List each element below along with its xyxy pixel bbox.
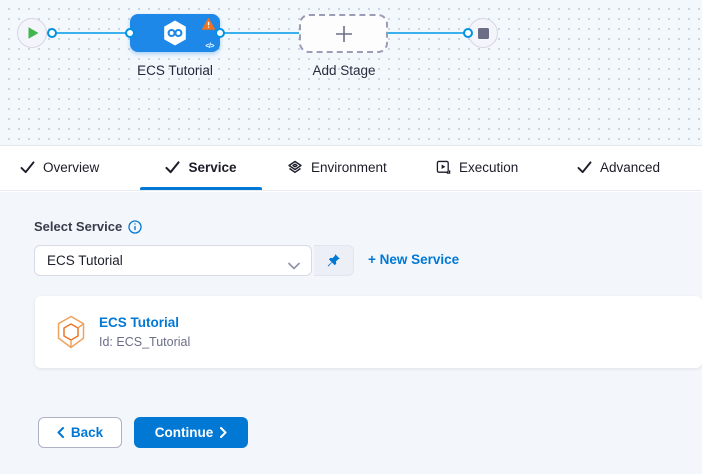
- tab-environment[interactable]: Environment: [287, 146, 387, 189]
- new-service-button[interactable]: + New Service: [368, 252, 460, 267]
- select-service-label: Select Service: [34, 219, 142, 234]
- chevron-left-icon: [57, 427, 64, 438]
- pipeline-end-node: [468, 18, 498, 48]
- chevron-down-icon: [288, 258, 300, 273]
- connector-port[interactable]: [125, 28, 135, 38]
- tab-overview[interactable]: Overview: [20, 146, 99, 189]
- edge-start-to-stage: [52, 32, 130, 34]
- continue-button[interactable]: Continue: [134, 417, 248, 448]
- edge-stage-to-addstage: [220, 32, 300, 34]
- pipeline-canvas[interactable]: </> ECS Tutorial Add Stage: [0, 0, 702, 145]
- tab-execution[interactable]: Execution: [436, 146, 518, 189]
- tab-label: Advanced: [600, 160, 661, 175]
- service-card-ecs-tutorial[interactable]: ECS Tutorial Id: ECS_Tutorial: [35, 296, 702, 368]
- stage-node-label: ECS Tutorial: [137, 63, 213, 78]
- back-button[interactable]: Back: [38, 417, 122, 448]
- add-stage-label: Add Stage: [312, 63, 376, 78]
- select-service-label-text: Select Service: [34, 219, 123, 234]
- edge-addstage-to-end: [388, 32, 468, 34]
- tab-label: Overview: [43, 160, 100, 175]
- stage-tabs: Overview Service Environment: [0, 145, 702, 191]
- chevron-right-icon: [220, 427, 227, 438]
- connector-port[interactable]: [463, 28, 473, 38]
- back-button-label: Back: [70, 425, 104, 440]
- plus-icon: [334, 24, 354, 44]
- check-icon: [165, 161, 181, 174]
- code-badge[interactable]: </>: [205, 43, 214, 50]
- tab-advanced[interactable]: Advanced: [577, 146, 660, 189]
- active-tab-indicator: [140, 187, 262, 190]
- connector-port[interactable]: [47, 28, 57, 38]
- add-stage-button[interactable]: [299, 14, 388, 53]
- service-select[interactable]: ECS Tutorial: [34, 245, 312, 276]
- service-card-name[interactable]: ECS Tutorial: [99, 314, 180, 330]
- harness-cd-hexagon-icon: [162, 19, 188, 47]
- pin-service-button[interactable]: [314, 245, 354, 276]
- service-tab-content: Select Service ECS Tutorial: [0, 192, 702, 474]
- continue-button-label: Continue: [154, 425, 214, 440]
- service-card-text: ECS Tutorial Id: ECS_Tutorial: [99, 314, 190, 351]
- tab-label: Environment: [311, 160, 387, 175]
- layers-icon: [287, 160, 303, 176]
- ecs-service-hexagon-icon: [56, 315, 86, 349]
- check-icon: [20, 161, 35, 174]
- tab-service[interactable]: Service: [140, 146, 262, 189]
- warning-icon: [201, 17, 216, 30]
- connector-port[interactable]: [215, 28, 225, 38]
- info-icon[interactable]: [128, 219, 142, 234]
- stage-node-ecs-tutorial[interactable]: </>: [130, 14, 220, 52]
- pipeline-start-node: [17, 18, 47, 48]
- check-icon: [577, 161, 592, 174]
- tab-label: Execution: [459, 160, 519, 175]
- pin-icon: [326, 253, 341, 268]
- stop-icon: [477, 27, 489, 39]
- service-select-value: ECS Tutorial: [47, 253, 123, 268]
- service-card-id: Id: ECS_Tutorial: [99, 334, 191, 349]
- play-square-icon: [436, 160, 451, 175]
- play-icon: [27, 26, 40, 40]
- tab-label: Service: [188, 160, 237, 175]
